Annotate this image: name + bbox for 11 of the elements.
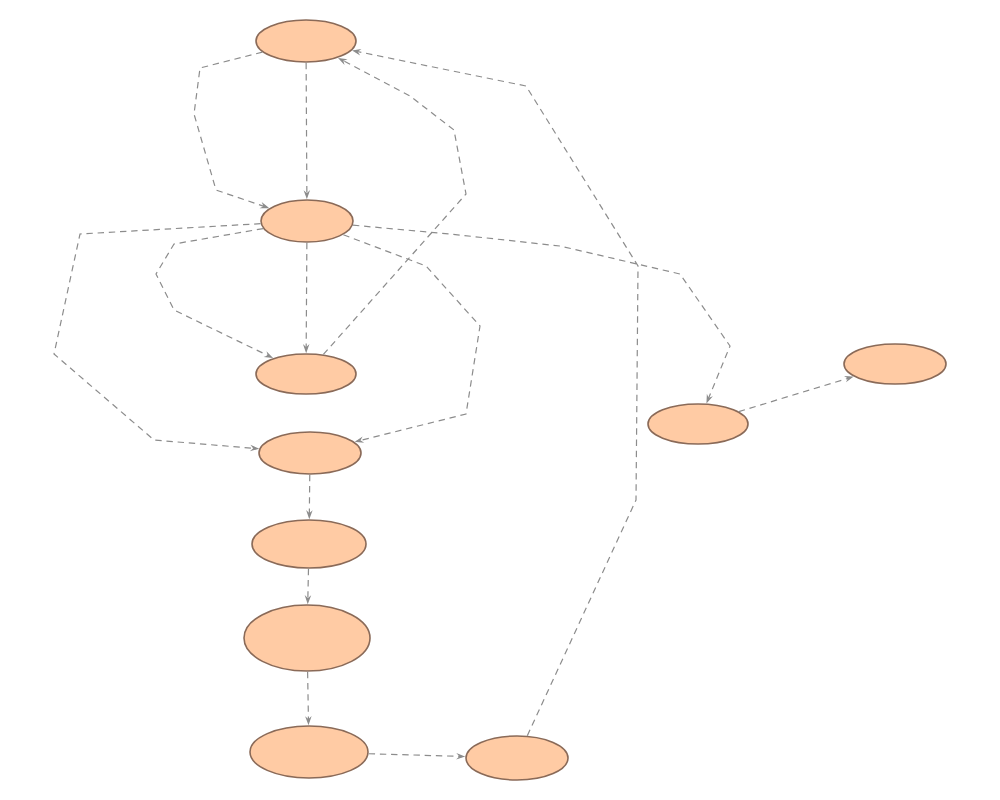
arrow	[342, 234, 481, 443]
ellipse-node	[647, 403, 749, 445]
ellipse-node	[249, 725, 369, 779]
ellipse-node	[260, 199, 354, 243]
ellipse-node	[465, 735, 569, 781]
ellipse-node	[251, 519, 367, 569]
ellipse-node	[258, 431, 362, 475]
ellipse-node	[255, 19, 357, 63]
ellipse-node	[255, 353, 357, 395]
ellipse-node	[843, 343, 947, 385]
ellipse-node	[243, 604, 371, 672]
